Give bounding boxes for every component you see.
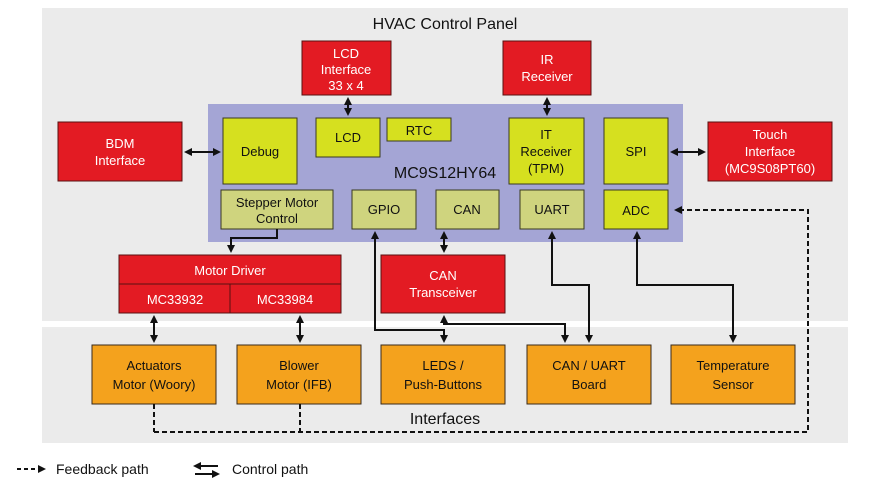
- motor-driver-part-2: MC33984: [257, 292, 313, 307]
- leds-pushbuttons-block: LEDS / Push-Buttons: [380, 344, 506, 405]
- leds-line2: Push-Buttons: [404, 377, 483, 392]
- blower-line1: Blower: [279, 358, 319, 373]
- feedback-to-adc: [154, 206, 809, 433]
- module-lcd-label: LCD: [335, 130, 361, 145]
- module-it-receiver-line1: IT: [540, 127, 552, 142]
- panel-title: HVAC Control Panel: [373, 16, 518, 33]
- module-spi-label: SPI: [626, 144, 647, 159]
- temperature-sensor-block: Temperature Sensor: [670, 344, 796, 405]
- module-it-receiver-line2: Receiver: [520, 144, 572, 159]
- module-debug-label: Debug: [241, 144, 279, 159]
- can-transceiver-line2: Transceiver: [409, 285, 477, 300]
- touch-interface-line3: (MC9S08PT60): [725, 161, 815, 176]
- module-uart-label: UART: [534, 202, 569, 217]
- link-adc-to-temperature: [633, 231, 737, 343]
- interfaces-label: Interfaces: [410, 411, 480, 428]
- module-debug: Debug: [222, 117, 298, 185]
- can-transceiver-line1: CAN: [429, 268, 456, 283]
- module-stepper-line2: Control: [256, 211, 298, 226]
- bdm-interface-block: BDM Interface: [57, 121, 183, 182]
- module-it-receiver: IT Receiver (TPM): [508, 117, 585, 185]
- can-transceiver-block: CAN Transceiver: [380, 254, 506, 314]
- can-uart-board-block: CAN / UART Board: [526, 344, 652, 405]
- touch-interface-block: Touch Interface (MC9S08PT60): [707, 121, 833, 182]
- bdm-interface-line2: Interface: [95, 153, 146, 168]
- can-uart-line2: Board: [572, 377, 607, 392]
- legend-feedback-label: Feedback path: [56, 461, 149, 477]
- temperature-line2: Sensor: [712, 377, 754, 392]
- module-uart: UART: [519, 189, 585, 230]
- actuators-motor-block: Actuators Motor (Woory): [91, 344, 217, 405]
- blower-line2: Motor (IFB): [266, 377, 332, 392]
- temperature-line1: Temperature: [697, 358, 770, 373]
- module-can: CAN: [435, 189, 500, 230]
- module-adc-label: ADC: [622, 203, 649, 218]
- actuators-line1: Actuators: [127, 358, 182, 373]
- touch-interface-line1: Touch: [753, 127, 788, 142]
- leds-line1: LEDS /: [422, 358, 464, 373]
- module-can-label: CAN: [453, 202, 480, 217]
- motor-driver-title: Motor Driver: [194, 263, 266, 278]
- ir-receiver-line1: IR: [541, 52, 554, 67]
- module-it-receiver-line3: (TPM): [528, 161, 564, 176]
- lcd-interface-line2: Interface: [321, 62, 372, 77]
- bdm-interface-line1: BDM: [106, 136, 135, 151]
- lcd-interface-line1: LCD: [333, 46, 359, 61]
- module-spi: SPI: [603, 117, 669, 185]
- module-gpio: GPIO: [351, 189, 417, 230]
- motor-driver-block: Motor Driver MC33932 MC33984: [118, 254, 342, 314]
- module-stepper-motor-control: Stepper Motor Control: [220, 189, 334, 230]
- module-rtc: RTC: [386, 117, 452, 142]
- link-stepper-to-motor-driver: [227, 229, 278, 253]
- module-rtc-label: RTC: [406, 123, 432, 138]
- actuators-line2: Motor (Woory): [113, 377, 196, 392]
- module-adc: ADC: [603, 189, 669, 230]
- module-gpio-label: GPIO: [368, 202, 401, 217]
- legend: Feedback path Control path: [17, 461, 308, 478]
- touch-interface-line2: Interface: [745, 144, 796, 159]
- ir-receiver-line2: Receiver: [521, 69, 573, 84]
- blower-motor-block: Blower Motor (IFB): [236, 344, 362, 405]
- motor-driver-part-1: MC33932: [147, 292, 203, 307]
- lcd-interface-line3: 33 x 4: [328, 78, 363, 93]
- ir-receiver-block: IR Receiver: [502, 40, 592, 96]
- link-uart-to-can-uart: [548, 231, 593, 343]
- module-stepper-line1: Stepper Motor: [236, 195, 319, 210]
- can-uart-line1: CAN / UART: [552, 358, 625, 373]
- mcu-label: MC9S12HY64: [394, 165, 496, 182]
- legend-control-label: Control path: [232, 461, 308, 477]
- lcd-interface-block: LCD Interface 33 x 4: [301, 40, 392, 96]
- module-lcd: LCD: [315, 117, 381, 158]
